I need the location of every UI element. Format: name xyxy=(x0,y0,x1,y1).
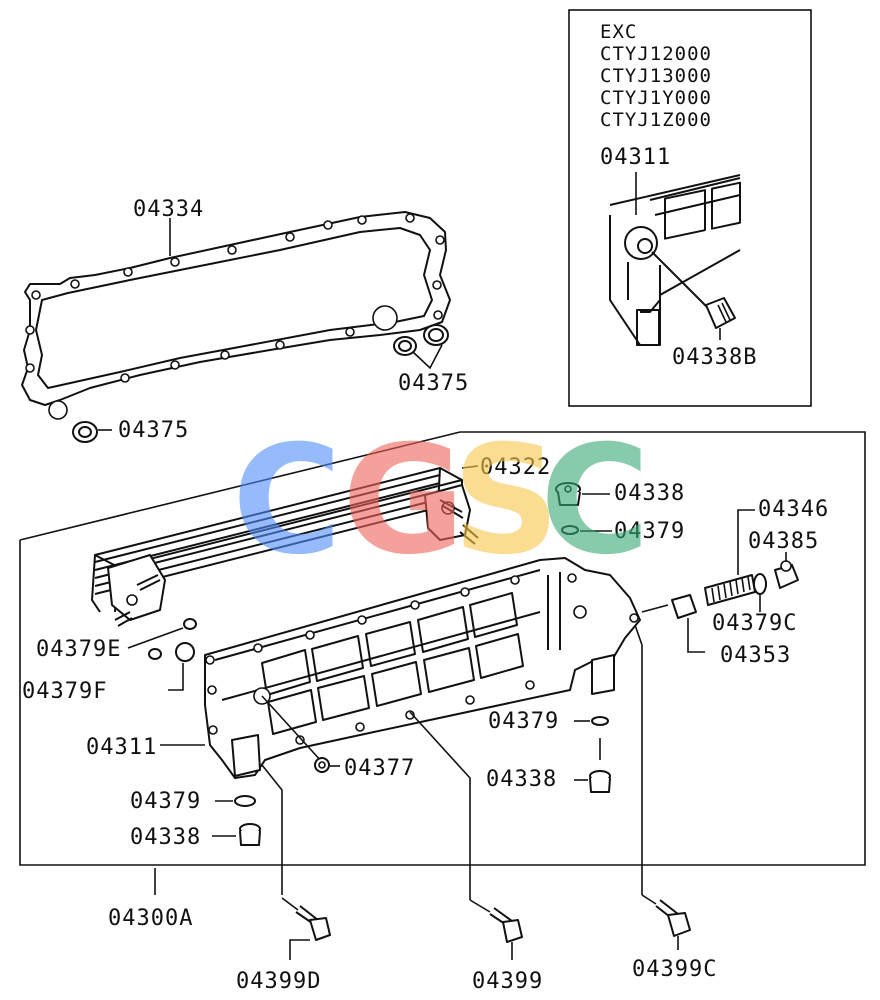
watermark-letter: C xyxy=(540,414,650,588)
part-label-spring: 04346 xyxy=(758,497,829,522)
part-label-plug: 04338 xyxy=(130,825,201,850)
bolt-d-drawing xyxy=(281,897,331,960)
gasket-drawing xyxy=(21,211,451,420)
part-label-oring: 04379E xyxy=(36,637,121,662)
part-label-assembly: 04300A xyxy=(108,906,193,931)
inset-part-label: 04338B xyxy=(672,345,757,370)
relief-valve-drawing xyxy=(641,509,799,653)
gasket-bolt-holes xyxy=(25,213,445,383)
part-label-valve: 04353 xyxy=(720,643,791,668)
oring-e-f-drawing xyxy=(127,618,197,691)
part-label-bolt: 04399 xyxy=(472,969,543,994)
part-label-nut: 04377 xyxy=(344,756,415,781)
inset-panel: EXC CTYJ12000 CTYJ13000 CTYJ1Y000 CTYJ1Z… xyxy=(568,9,812,407)
part-label-bolt: 04399C xyxy=(632,957,717,982)
housing-bolt-holes xyxy=(205,573,639,745)
part-label-housing: 04311 xyxy=(86,735,157,760)
inset-code: CTYJ13000 xyxy=(600,65,712,87)
housing-grid xyxy=(261,592,524,735)
part-label-plug: 04385 xyxy=(748,529,819,554)
part-label-oring: 04379 xyxy=(130,789,201,814)
part-label-oring: 04379C xyxy=(712,611,797,636)
inset-frame xyxy=(568,9,812,407)
seal-single-drawing xyxy=(72,421,112,443)
part-label-plug: 04338 xyxy=(614,481,685,506)
watermark-letter: G xyxy=(342,414,465,588)
inset-code: CTYJ1Z000 xyxy=(600,109,712,131)
bolt-c-drawing xyxy=(641,894,691,950)
inset-header: EXC xyxy=(600,21,637,43)
watermark-logo: C G S C xyxy=(232,414,650,588)
part-label-gasket: 04334 xyxy=(133,197,204,222)
part-label-oring: 04379F xyxy=(22,679,107,704)
part-label-seal: 04375 xyxy=(118,418,189,443)
part-label-seal: 04375 xyxy=(398,371,469,396)
plug-top-drawing xyxy=(555,482,612,535)
housing-drawing xyxy=(160,557,643,900)
part-label-cooler: 04322 xyxy=(480,455,551,480)
inset-housing-drawing xyxy=(609,172,741,346)
seal-pair-drawing xyxy=(393,324,449,370)
oil-cooler-drawing xyxy=(91,465,479,627)
part-label-bolt: 04399D xyxy=(236,969,321,994)
assembly-frame xyxy=(19,431,866,866)
part-label-oring: 04379 xyxy=(488,709,559,734)
plug-left-drawing xyxy=(212,795,261,846)
plug-mid-right-drawing xyxy=(574,716,611,793)
inset-code: CTYJ1Y000 xyxy=(600,87,712,109)
watermark-letter: C xyxy=(232,414,342,588)
inset-code: CTYJ12000 xyxy=(600,43,712,65)
inset-part-label: 04311 xyxy=(600,145,671,170)
nut-drawing xyxy=(314,757,340,773)
part-label-oring: 04379 xyxy=(614,519,685,544)
bolt-drawing xyxy=(469,899,523,960)
part-label-plug: 04338 xyxy=(486,767,557,792)
watermark-letter: S xyxy=(452,414,560,588)
